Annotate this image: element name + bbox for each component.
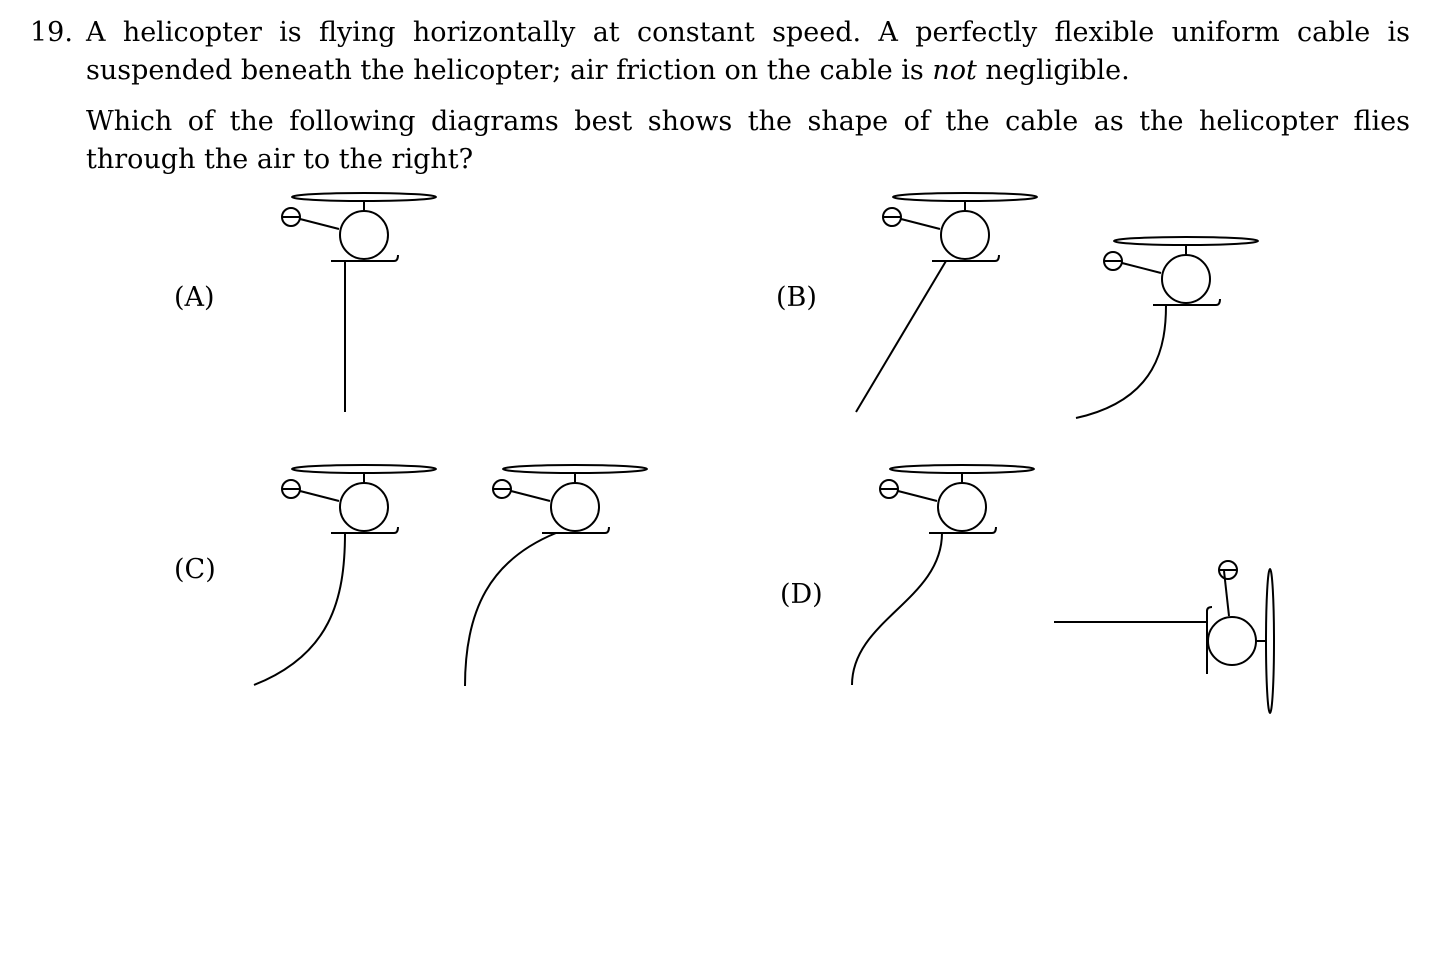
diagram-c[interactable] [253,464,648,687]
helicopter-icon [1103,236,1259,306]
diagram-b[interactable] [855,192,1259,419]
cable-curve [464,532,557,687]
cable-straight-slant [855,260,947,413]
option-label-d[interactable]: (D) [780,579,823,610]
helicopter-icon [882,192,1038,262]
option-label-b[interactable]: (B) [776,282,817,313]
question-paragraph-1: A helicopter is flying horizontally at c… [86,14,1410,90]
helicopter-icon [879,464,1035,534]
diagram-d-right[interactable] [1054,560,1275,714]
cable-curve [1075,304,1167,419]
option-label-a[interactable]: (A) [174,282,215,313]
diagram-c-right[interactable] [464,464,648,687]
question-text-after: negligible. [976,55,1130,86]
cable-s-curve [851,532,943,686]
question-text-before: A helicopter is flying horizontally at c… [86,17,1410,86]
cable-curve [253,532,346,686]
option-label-c[interactable]: (C) [174,554,216,585]
helicopter-icon [1206,560,1275,714]
question-text-emphasis: not [932,55,977,86]
helicopter-icon [281,464,437,534]
helicopter-icon [492,464,648,534]
helicopter-icon [281,192,437,262]
question-paragraph-2: Which of the following diagrams best sho… [86,106,1410,175]
diagram-a[interactable] [281,192,437,412]
diagram-b-left[interactable] [855,192,1038,413]
diagram-b-right[interactable] [1075,236,1259,419]
question-number: 19. [30,17,73,48]
diagram-d[interactable] [851,464,1275,714]
diagram-c-left[interactable] [253,464,437,686]
diagram-d-left[interactable] [851,464,1035,686]
